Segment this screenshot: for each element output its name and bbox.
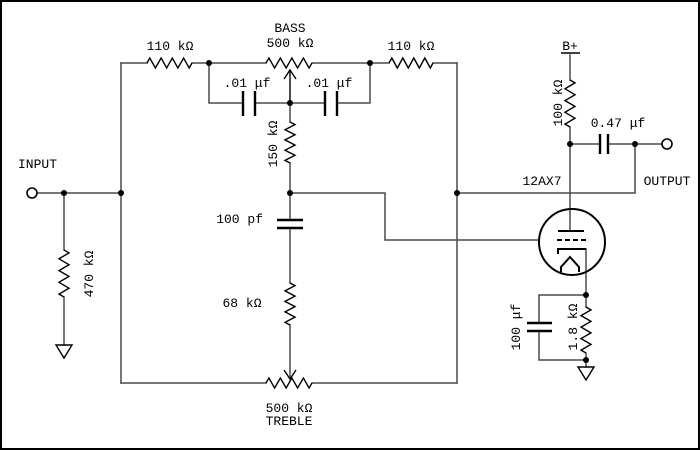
resistor-470k [57, 249, 71, 298]
resistor-68k [283, 282, 297, 326]
ground-icon-input [54, 344, 74, 360]
bass-wiper-arrow [283, 68, 297, 80]
tube-12ax7 [538, 208, 606, 276]
r-110k-right-label: 110 kΩ [388, 39, 435, 54]
wire-feedback-tap [456, 143, 636, 194]
junction-dot [367, 60, 373, 66]
junction-dot [118, 190, 124, 196]
tube-envelope [538, 208, 606, 276]
treble-name-label: TREBLE [266, 414, 313, 429]
wire-cathode-c-bottom [538, 330, 587, 361]
cap-01uf-left [241, 91, 257, 116]
junction-dot [567, 141, 573, 147]
input-label: INPUT [18, 157, 57, 172]
junction-dot [206, 60, 212, 66]
treble-value-label: 500 kΩ [266, 401, 313, 416]
wire-cap-row-right [336, 62, 371, 104]
output-terminal [661, 138, 673, 150]
junction-dot [583, 357, 589, 363]
wire-cathode-c-top [538, 294, 587, 324]
c-01uf-left-label: .01 μf [224, 76, 271, 91]
output-label: OUTPUT [644, 174, 691, 189]
resistor-110k-right [388, 56, 434, 70]
input-terminal [26, 187, 38, 199]
bplus-label: B+ [562, 39, 578, 54]
cap-100pf [277, 218, 303, 230]
r-100k-label: 100 kΩ [551, 79, 566, 126]
tube-heater-icon [560, 255, 580, 272]
c-100uf-label: 100 μf [509, 304, 524, 351]
junction-dot [287, 190, 293, 196]
bass-name-label: BASS [274, 21, 305, 36]
c-100pf-label: 100 pf [216, 212, 263, 227]
wire-grid-lead [289, 192, 540, 241]
r-150k-label: 150 kΩ [266, 120, 281, 167]
resistor-110k-left [146, 56, 193, 70]
treble-wiper-arrow [283, 369, 297, 381]
pot-wipers [283, 68, 297, 381]
wire-cap-row-left [208, 62, 244, 104]
c-047uf-label: 0.47 μf [591, 116, 646, 131]
c-01uf-right-label: .01 μf [306, 76, 353, 91]
cap-100uf-cathode [527, 321, 552, 333]
capacitors [241, 91, 610, 333]
r-68k-label: 68 kΩ [222, 296, 261, 311]
resistor-1k8-cathode [579, 306, 593, 354]
r-1k8-label: 1.8 kΩ [566, 303, 581, 350]
cap-01uf-right [323, 91, 339, 116]
terminals [26, 52, 673, 382]
resistors [57, 56, 593, 390]
junction-dots [61, 60, 638, 363]
r-110k-left-label: 110 kΩ [147, 39, 194, 54]
junction-dot [454, 190, 460, 196]
junction-dot [287, 100, 293, 106]
labels: INPUT OUTPUT B+ 12AX7 BASS 500 kΩ 500 kΩ… [18, 21, 691, 429]
ground-icon-cathode [576, 366, 596, 382]
bass-pot-element [265, 56, 313, 70]
resistor-100k-plate [563, 79, 577, 128]
r-470k-label: 470 kΩ [82, 250, 97, 297]
junction-dot [61, 190, 67, 196]
tube-label: 12AX7 [522, 174, 561, 189]
treble-pot-element [265, 376, 313, 390]
junction-dot [583, 292, 589, 298]
cap-047uf-output [598, 134, 610, 154]
junction-dot [632, 141, 638, 147]
resistor-150k [283, 121, 297, 164]
tube-cathode [557, 248, 586, 254]
bass-value-label: 500 kΩ [267, 36, 314, 51]
